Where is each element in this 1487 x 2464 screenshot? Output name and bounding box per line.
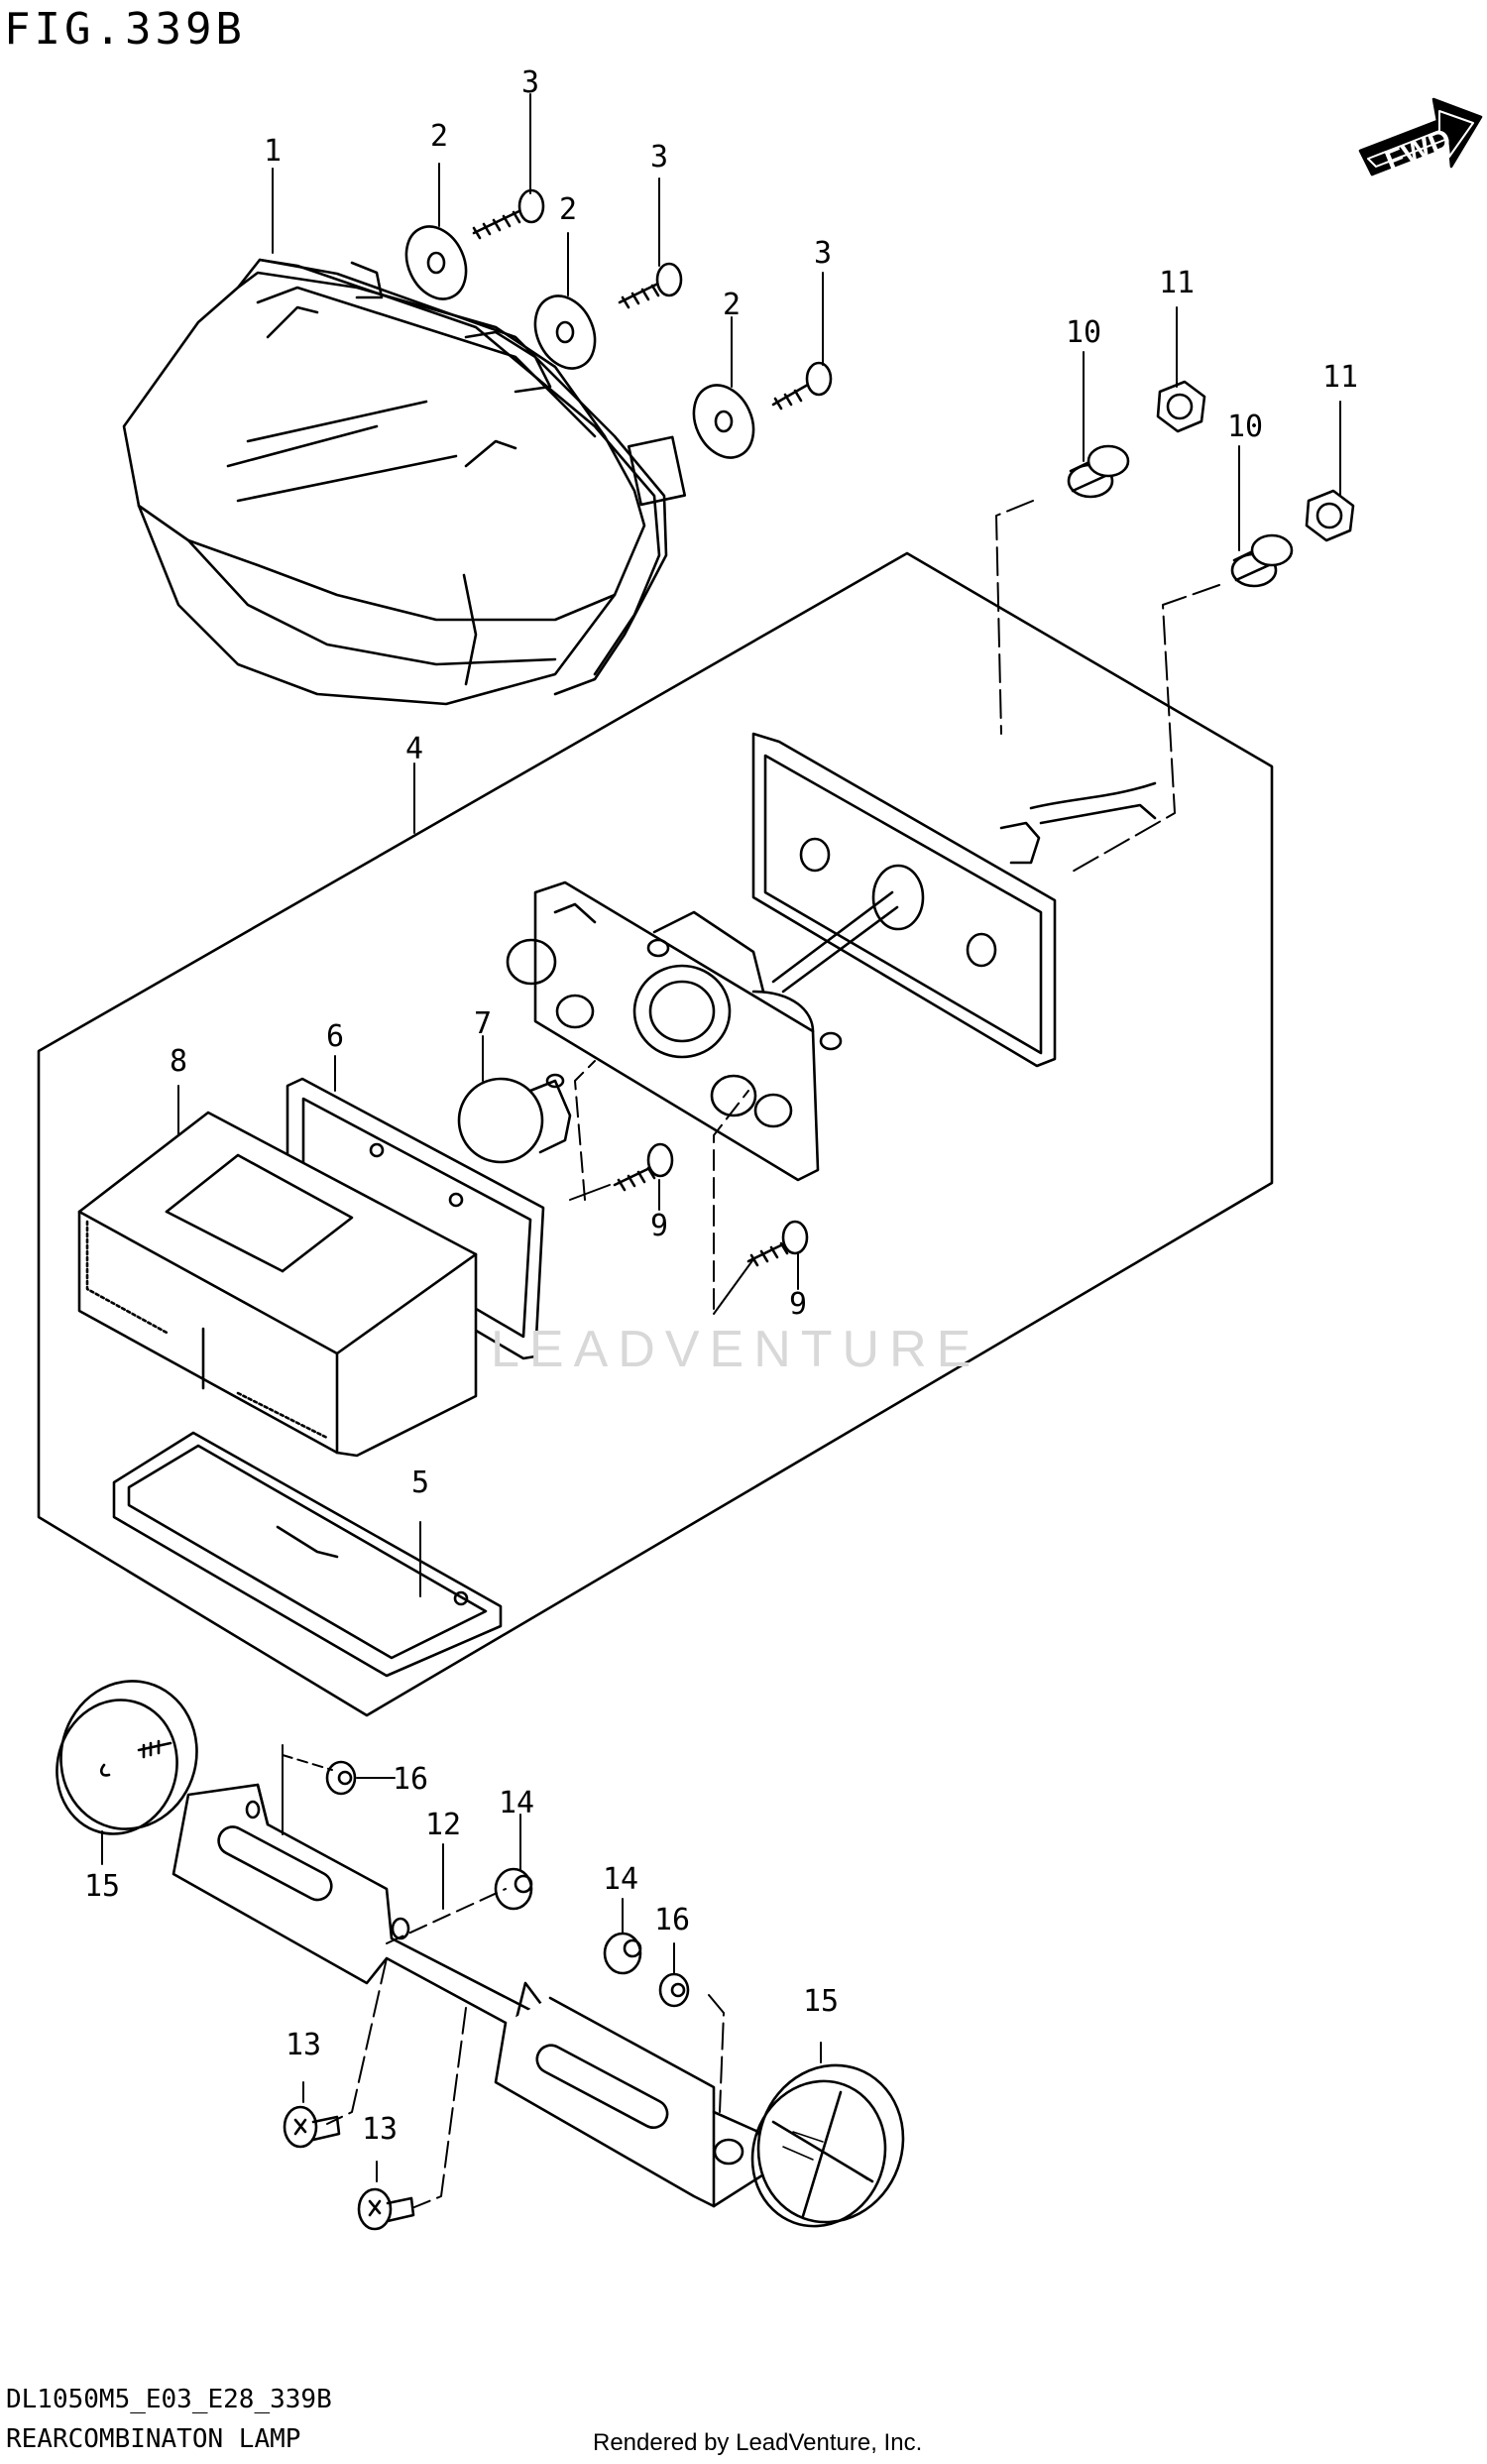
callout-3: 3 <box>521 65 539 100</box>
callout-3: 3 <box>650 140 668 175</box>
part-washer <box>404 225 755 459</box>
diagram-code: DL1050M5_E03_E28_339B <box>6 2385 332 2414</box>
callout-1: 1 <box>264 134 282 169</box>
callout-9: 9 <box>789 1287 807 1322</box>
callout-13: 13 <box>362 2112 398 2147</box>
callout-10: 10 <box>1227 410 1263 444</box>
part-tail-lamp-housing <box>122 258 687 706</box>
leader-lines <box>101 93 1341 2208</box>
callout-9: 9 <box>650 1209 668 1243</box>
part-bush <box>1067 444 1294 588</box>
callout-6: 6 <box>326 1019 344 1054</box>
callout-13: 13 <box>286 2028 321 2062</box>
callout-2: 2 <box>723 288 741 322</box>
callout-2: 2 <box>430 119 448 154</box>
figure-title: FIG.339B <box>4 4 246 55</box>
render-credit: Rendered by LeadVenture, Inc. <box>593 2429 923 2456</box>
part-bolt <box>283 2105 415 2231</box>
assembly-name: REARCOMBINATON LAMP <box>6 2424 301 2454</box>
part-screw <box>472 188 833 411</box>
callout-8: 8 <box>170 1044 187 1079</box>
part-lamp-socket <box>506 880 899 1182</box>
callout-11: 11 <box>1322 360 1358 395</box>
part-lens <box>77 1111 478 1458</box>
callout-2: 2 <box>559 192 577 227</box>
part-nut <box>1156 380 1355 542</box>
part-bulb <box>457 1073 572 1164</box>
part-screw-small <box>613 1142 809 1267</box>
fwd-arrow-icon <box>1358 97 1483 176</box>
callout-7: 7 <box>474 1006 492 1041</box>
callout-11: 11 <box>1159 266 1195 300</box>
callout-3: 3 <box>814 236 832 271</box>
part-reflector <box>56 1680 905 2228</box>
part-grommet <box>494 1867 642 1975</box>
callout-5: 5 <box>411 1466 429 1500</box>
callout-14: 14 <box>499 1786 534 1820</box>
callout-15: 15 <box>84 1869 120 1904</box>
callout-16: 16 <box>654 1903 690 1937</box>
part-cover-plate <box>112 1431 503 1678</box>
part-license-lamp-assembly-frame <box>37 551 1274 1717</box>
part-nut-small <box>325 1760 690 2008</box>
watermark: LEADVENTURE <box>491 1321 980 1378</box>
part-mounting-plate <box>751 732 1157 1068</box>
callout-4: 4 <box>405 732 423 766</box>
callout-16: 16 <box>393 1762 428 1797</box>
part-bracket <box>172 1783 770 2208</box>
callout-10: 10 <box>1066 315 1101 350</box>
callout-12: 12 <box>425 1808 461 1842</box>
callout-15: 15 <box>803 1984 839 2019</box>
callout-14: 14 <box>603 1862 638 1897</box>
